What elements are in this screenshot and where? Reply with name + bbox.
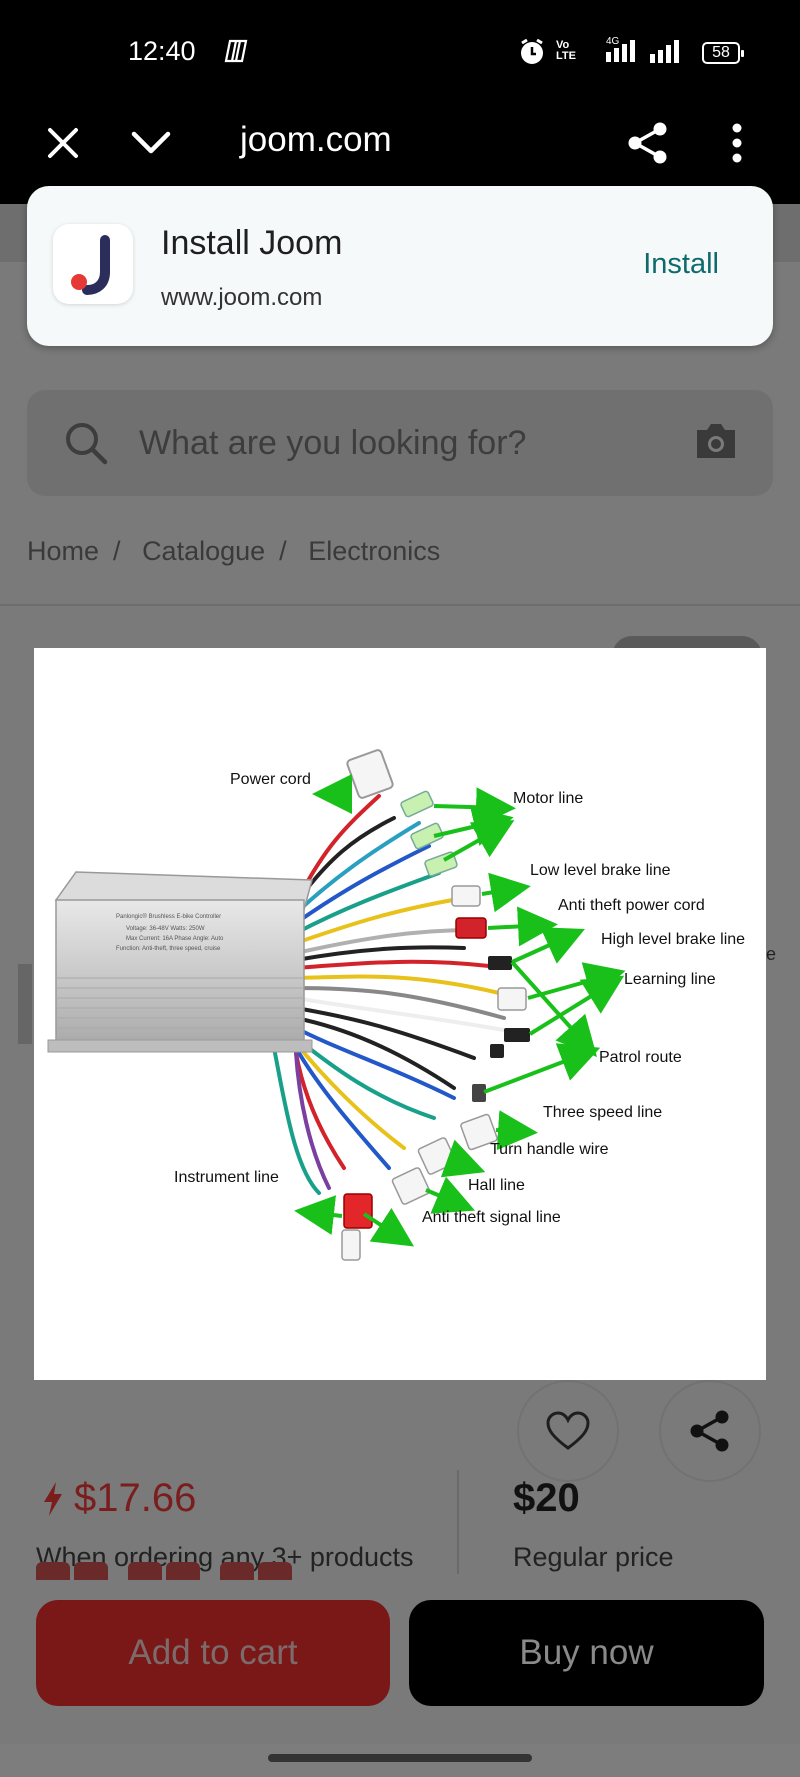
price-section: $17.66 When ordering any 3+ products $20… <box>0 1436 800 1616</box>
wiring-diagram: Panlongic® Brushless E-bike Controller V… <box>47 749 745 1261</box>
close-icon[interactable] <box>38 118 88 168</box>
share-icon <box>690 1410 729 1452</box>
sale-price-value: $17.66 <box>74 1476 197 1520</box>
label-anti-theft-signal: Anti theft signal line <box>422 1209 561 1226</box>
label-patrol: Patrol route <box>599 1049 682 1066</box>
favorite-button[interactable] <box>517 1380 619 1482</box>
system-nav-bar <box>0 1744 800 1777</box>
breadcrumb: Home / Catalogue / Electronics <box>27 536 454 567</box>
previous-image-peek <box>18 964 32 1044</box>
label-turn-handle: Turn handle wire <box>490 1141 609 1158</box>
breadcrumb-home[interactable]: Home <box>27 536 100 566</box>
controller-box: Panlongic® Brushless E-bike Controller V… <box>47 871 313 1053</box>
svg-text:Panlongic® Brushless E-bike Co: Panlongic® Brushless E-bike Controller <box>116 913 221 920</box>
breadcrumb-separator: / <box>113 536 121 566</box>
home-gesture-handle[interactable] <box>268 1754 532 1762</box>
label-motor-line: Motor line <box>513 790 583 807</box>
url-bar[interactable]: joom.com <box>240 120 392 159</box>
search-icon <box>63 420 109 471</box>
label-instrument: Instrument line <box>174 1169 279 1186</box>
sale-price: $17.66 <box>42 1476 196 1521</box>
svg-text:4G: 4G <box>606 36 620 47</box>
install-app-banner[interactable]: Install Joom www.joom.com Install <box>27 186 773 346</box>
svg-text:Function: Anti-theft, three sp: Function: Anti-theft, three speed, cruis… <box>116 946 221 952</box>
clock: 12:40 <box>128 36 196 66</box>
label-learning: Learning line <box>624 971 716 988</box>
camera-icon[interactable] <box>693 420 739 467</box>
page-content: What are you looking for? Home / Catalogu… <box>0 204 800 1744</box>
install-button[interactable]: Install <box>643 248 719 280</box>
search-input[interactable]: What are you looking for? <box>139 424 527 462</box>
label-three-speed: Three speed line <box>543 1104 662 1121</box>
copilot-icon <box>222 38 250 69</box>
joom-app-icon <box>53 224 133 304</box>
svg-text:Voltage: 36-48V Watts: 250W: Voltage: 36-48V Watts: 250W <box>126 926 205 932</box>
product-share-button[interactable] <box>659 1380 761 1482</box>
label-hall: Hall line <box>468 1177 525 1194</box>
install-banner-title: Install Joom <box>161 224 343 262</box>
search-bar[interactable]: What are you looking for? <box>27 390 773 496</box>
share-icon[interactable] <box>623 118 673 168</box>
signal-4g-icon: 4G <box>604 34 640 69</box>
install-banner-url: www.joom.com <box>161 284 323 311</box>
next-image-peek-text: e <box>766 944 777 964</box>
product-image[interactable]: Panlongic® Brushless E-bike Controller V… <box>34 648 766 1380</box>
add-to-cart-button[interactable]: Add to cart <box>36 1600 390 1706</box>
alarm-icon <box>518 38 546 71</box>
buy-now-button[interactable]: Buy now <box>409 1600 764 1706</box>
label-high-brake: High level brake line <box>601 931 745 948</box>
divider <box>0 604 800 606</box>
label-low-brake: Low level brake line <box>530 862 671 879</box>
breadcrumb-separator: / <box>279 536 287 566</box>
sale-countdown-timer <box>36 1562 536 1580</box>
signal-icon <box>648 38 682 69</box>
breadcrumb-electronics[interactable]: Electronics <box>308 536 441 566</box>
heart-icon <box>546 1411 590 1450</box>
label-anti-theft-power: Anti theft power cord <box>558 897 705 914</box>
regular-price: $20 <box>513 1476 580 1520</box>
breadcrumb-catalogue[interactable]: Catalogue <box>142 536 266 566</box>
lightning-icon <box>44 1481 62 1516</box>
svg-text:Max Current: 16A Phase Angle: Max Current: 16A Phase Angle: Auto <box>126 936 224 942</box>
chevron-down-icon[interactable] <box>126 118 176 168</box>
label-power-cord: Power cord <box>230 771 311 788</box>
battery-indicator: 58 <box>702 42 744 64</box>
more-options-icon[interactable] <box>712 118 762 168</box>
regular-price-note: Regular price <box>513 1542 674 1572</box>
price-divider <box>457 1470 459 1574</box>
